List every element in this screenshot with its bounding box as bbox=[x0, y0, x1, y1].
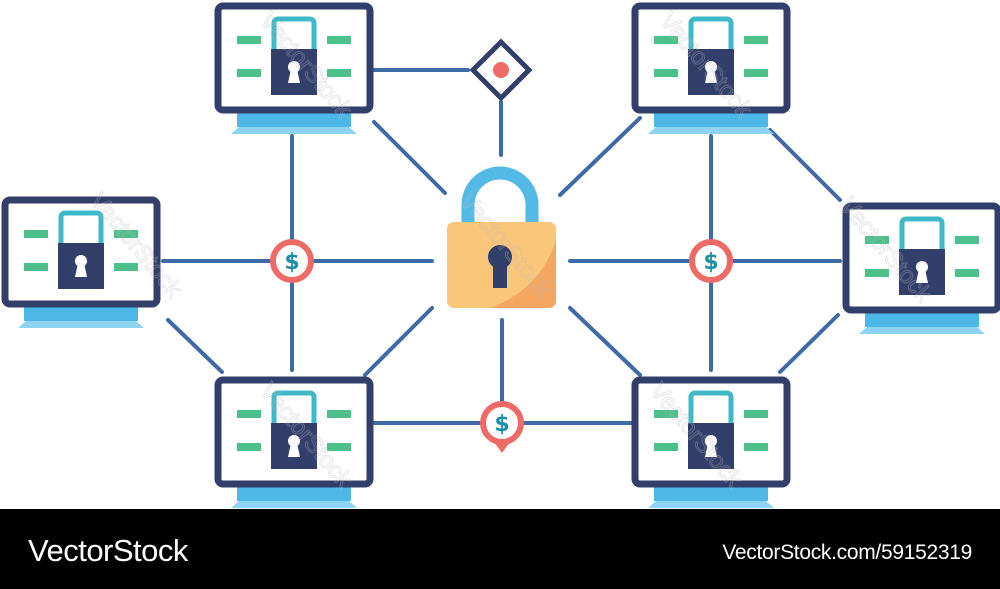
screen-bar bbox=[237, 443, 261, 451]
screen-bar bbox=[24, 263, 48, 271]
monitor-base bbox=[231, 501, 357, 508]
monitor-base bbox=[231, 127, 357, 134]
screen-bar bbox=[865, 269, 889, 277]
monitor-stand bbox=[24, 305, 138, 321]
monitor-stand bbox=[865, 311, 979, 327]
screen-bar bbox=[654, 69, 678, 77]
node-pointer bbox=[494, 442, 510, 453]
dollar-sign: $ bbox=[284, 250, 299, 275]
connector-line bbox=[363, 306, 434, 377]
screen-bar bbox=[744, 69, 768, 77]
keyhole bbox=[288, 69, 300, 83]
screen-bar bbox=[327, 410, 351, 418]
connector-line bbox=[568, 306, 642, 377]
keyhole bbox=[288, 443, 300, 457]
screen-bar bbox=[865, 236, 889, 244]
padlock-shackle bbox=[461, 166, 539, 232]
monitor-with-padlock-icon bbox=[842, 202, 1000, 334]
padlock-shade bbox=[490, 240, 556, 308]
screen-bar bbox=[237, 36, 261, 44]
screen-bar bbox=[744, 410, 768, 418]
diamond-dot bbox=[493, 62, 509, 78]
monitor-with-padlock-icon bbox=[631, 2, 791, 134]
screen-bar bbox=[24, 230, 48, 238]
monitor-with-padlock-icon bbox=[631, 376, 791, 508]
dollar-sign: $ bbox=[494, 412, 509, 437]
screen-bar bbox=[237, 410, 261, 418]
image-url-text: VectorStock.com/59152319 bbox=[722, 541, 972, 564]
brand-logo-text: VectorStock bbox=[28, 533, 188, 568]
footer-bar: VectorStock VectorStock.com/59152319 bbox=[0, 509, 1000, 589]
connector-line bbox=[558, 116, 642, 197]
monitor-base bbox=[859, 327, 985, 334]
screen-bar bbox=[327, 69, 351, 77]
screen-bar bbox=[654, 36, 678, 44]
monitor-stand bbox=[654, 485, 768, 501]
node-ring bbox=[689, 239, 733, 283]
keyhole bbox=[493, 260, 507, 288]
screen-bar bbox=[955, 269, 979, 277]
screen-bar bbox=[327, 443, 351, 451]
connector-line bbox=[166, 318, 224, 374]
node-ring bbox=[480, 401, 524, 445]
screen-bar bbox=[114, 263, 138, 271]
screen-bar bbox=[955, 236, 979, 244]
screen-bar bbox=[744, 443, 768, 451]
keyhole bbox=[705, 69, 717, 83]
connector-line bbox=[778, 313, 840, 374]
monitor-base bbox=[18, 321, 144, 328]
monitor-with-padlock-icon bbox=[214, 2, 374, 134]
dollar-coin-icon: $ bbox=[270, 239, 314, 283]
dollar-sign: $ bbox=[703, 250, 718, 275]
dollar-coin-icon: $ bbox=[689, 239, 733, 283]
dollar-coin-icon: $ bbox=[480, 401, 524, 453]
monitor-with-padlock-icon bbox=[214, 376, 374, 508]
screen-bar bbox=[237, 69, 261, 77]
screen-bar bbox=[654, 410, 678, 418]
keyhole bbox=[75, 263, 87, 277]
diamond-node-icon bbox=[469, 38, 533, 102]
monitor-stand bbox=[237, 111, 351, 127]
screen-bar bbox=[654, 443, 678, 451]
node-ring bbox=[270, 239, 314, 283]
keyhole bbox=[916, 269, 928, 283]
monitor-base bbox=[648, 501, 774, 508]
connector-line bbox=[372, 120, 447, 195]
keyhole bbox=[705, 443, 717, 457]
screen-bar bbox=[327, 36, 351, 44]
screen-bar bbox=[744, 36, 768, 44]
monitor-stand bbox=[237, 485, 351, 501]
padlock-icon bbox=[447, 166, 556, 308]
monitor-stand bbox=[654, 111, 768, 127]
monitor-with-padlock-icon bbox=[1, 196, 161, 328]
connector-line bbox=[768, 128, 842, 202]
screen-bar bbox=[114, 230, 138, 238]
monitor-base bbox=[648, 127, 774, 134]
